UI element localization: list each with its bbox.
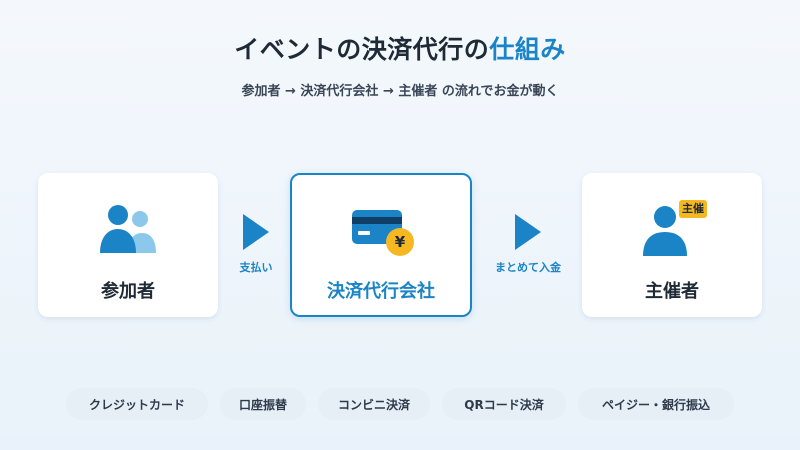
- organizer-label: 主催者: [645, 281, 699, 302]
- person-icon: [643, 206, 687, 256]
- arrow-right-icon: [243, 214, 269, 250]
- participant-card: 参加者: [38, 173, 218, 317]
- title-accent: 仕組み: [489, 35, 566, 64]
- payment-arrow-label: 支払い: [239, 261, 273, 274]
- method-pill: ペイジー・銀行振込: [578, 388, 734, 420]
- people-icon: [100, 205, 156, 253]
- processor-label: 決済代行会社: [327, 281, 435, 302]
- method-pill: 口座振替: [220, 388, 306, 420]
- processor-card: ¥ 決済代行会社: [290, 173, 472, 317]
- participant-label: 参加者: [101, 281, 155, 302]
- yen-symbol: ¥: [394, 233, 406, 251]
- deposit-arrow-label: まとめて入金: [495, 261, 561, 274]
- title-main: イベントの決済代行の: [234, 35, 490, 64]
- credit-card-yen-icon: [352, 210, 414, 256]
- organizer-badge: 主催: [679, 200, 707, 218]
- page-subtitle: 参加者 → 決済代行会社 → 主催者 の流れでお金が動く: [241, 84, 559, 99]
- method-pill: クレジットカード: [66, 388, 208, 420]
- method-pill: コンビニ決済: [318, 388, 430, 420]
- method-pill: QRコード決済: [442, 388, 566, 420]
- arrow-right-icon: [515, 214, 541, 250]
- organizer-card: 主催 主催者: [582, 173, 762, 317]
- page-title: イベントの決済代行の仕組み: [0, 30, 800, 66]
